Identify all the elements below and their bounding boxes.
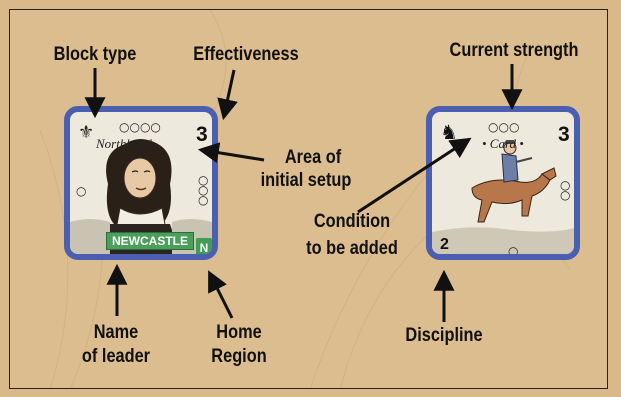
- setup-area-label: Northhumb.: [96, 136, 159, 151]
- label-home-region-line2: Region: [211, 346, 267, 367]
- label-condition-line1: Condition: [313, 211, 391, 232]
- label-home-region-line1: Home: [216, 322, 262, 343]
- strength-value: 3: [558, 123, 570, 146]
- strength-pips: ○○○: [488, 120, 520, 134]
- label-block-type: Block type: [53, 44, 137, 65]
- label-current-strength: Current strength: [449, 40, 579, 61]
- leader-name-banner: NEWCASTLE: [106, 232, 194, 250]
- cavalry-illustration: [432, 140, 574, 254]
- strength-value: 3: [196, 123, 208, 146]
- home-region-tag: N: [196, 238, 212, 254]
- label-condition-line2: to be added: [306, 238, 398, 259]
- horse-head-icon: ♞: [440, 120, 458, 144]
- discipline-value: 2: [440, 236, 449, 253]
- effectiveness-pips: ○○○○: [119, 120, 161, 134]
- leader-block: ⚜ ○○○○ 3 Northhumb. ○ ○○○ NEWCASTLE ○○ N: [64, 106, 218, 260]
- label-name-of-leader-line2: of leader: [81, 346, 151, 367]
- right-side-pips: ○○: [560, 178, 571, 202]
- label-name-of-leader-line1: Name: [93, 322, 139, 343]
- bottom-pips: ○○: [134, 250, 155, 260]
- bottom-pip: ○: [508, 244, 519, 258]
- card-condition-label: • Card •: [482, 136, 524, 151]
- left-side-pip: ○: [76, 184, 87, 198]
- unit-block: ♞ ○○○ 3 • Card • ○○ 2 ○: [426, 106, 580, 260]
- label-area-of-setup-line1: Area of: [284, 147, 342, 168]
- label-area-of-setup-line2: initial setup: [260, 170, 352, 191]
- leader-type-icon: ⚜: [78, 122, 95, 143]
- label-discipline: Discipline: [405, 325, 483, 346]
- label-effectiveness: Effectiveness: [193, 44, 299, 65]
- right-side-pips: ○○○: [198, 173, 209, 207]
